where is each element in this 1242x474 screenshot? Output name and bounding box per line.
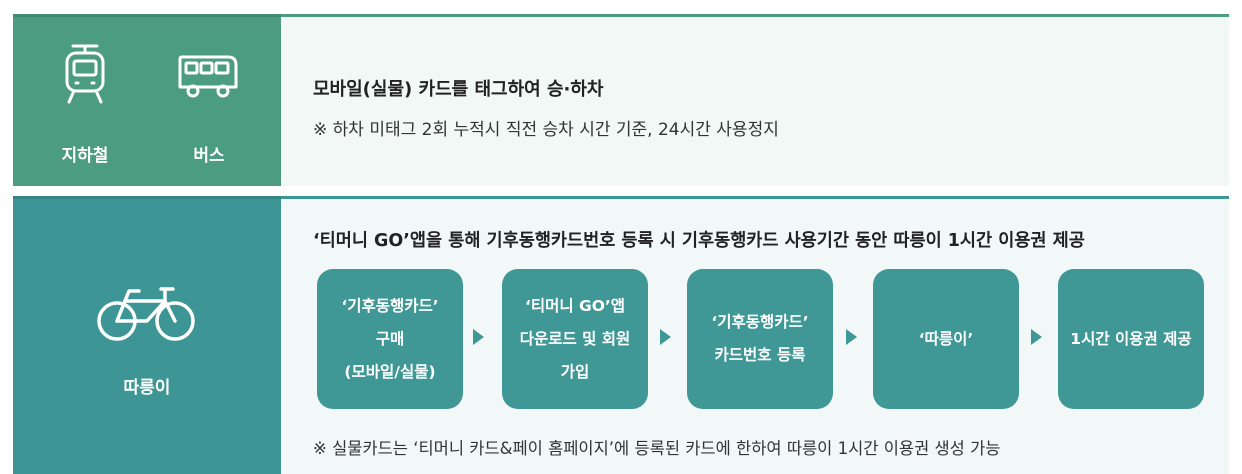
step-4-line-1: ‘따릉이’ [918,329,974,348]
step-1-line-1: ‘기후동행카드’ [341,296,439,315]
step-1-line-2: 구매 [375,329,405,348]
step-card-4: ‘따릉이’ [873,269,1019,409]
transit-section: 지하철 버스 모바일(실물) 카드를 태그하여 승·하차 ※ 하차 미태그 2회… [13,14,1229,186]
step-card-3: ‘기후동행카드’ 카드번호 등록 [687,269,833,409]
step-card-2: ‘티머니 GO’앱 다운로드 및 회원 가입 [502,269,648,409]
step-1-line-3: (모바일/실물) [344,362,436,381]
transit-icon-panel: 지하철 버스 [13,14,281,186]
bike-note: ※ 실물카드는 ‘티머니 카드&페이 홈페이지’에 등록된 카드에 한하여 따릉… [313,439,1001,458]
step-5-line-1: 1시간 이용권 제공 [1070,329,1192,348]
arrow-right-icon [473,329,484,345]
step-card-5: 1시간 이용권 제공 [1058,269,1204,409]
bike-section: 따릉이 ‘티머니 GO’앱을 통해 기후동행카드번호 등록 시 기후동행카드 사… [13,196,1229,474]
step-3-line-1: ‘기후동행카드’ [711,313,809,331]
step-card-1: ‘기후동행카드’ 구매 (모바일/실물) [317,269,463,409]
step-3-line-2: 카드번호 등록 [714,346,806,364]
bus-label: 버스 [193,146,225,166]
transit-info-panel: 모바일(실물) 카드를 태그하여 승·하차 ※ 하차 미태그 2회 누적시 직전… [281,14,1229,186]
bike-title: ‘티머니 GO’앱을 통해 기후동행카드번호 등록 시 기후동행카드 사용기간 … [313,231,1085,251]
step-2-line-1: ‘티머니 GO’앱 [524,296,626,315]
subway-icon [65,44,105,104]
step-2-line-2: 다운로드 및 회원 [519,329,631,348]
bicycle-icon [97,287,195,341]
bus-icon [178,55,238,98]
step-2-line-3: 가입 [560,362,590,381]
transit-note: ※ 하차 미태그 2회 누적시 직전 승차 시간 기준, 24시간 사용정지 [313,120,779,140]
transit-title: 모바일(실물) 카드를 태그하여 승·하차 [313,79,604,100]
arrow-right-icon [1031,329,1042,345]
bike-info-panel: ‘티머니 GO’앱을 통해 기후동행카드번호 등록 시 기후동행카드 사용기간 … [281,196,1229,474]
bike-label: 따릉이 [123,378,171,398]
bike-icon-panel: 따릉이 [13,196,281,474]
subway-label: 지하철 [61,146,109,166]
arrow-right-icon [660,329,671,345]
arrow-right-icon [846,329,857,345]
